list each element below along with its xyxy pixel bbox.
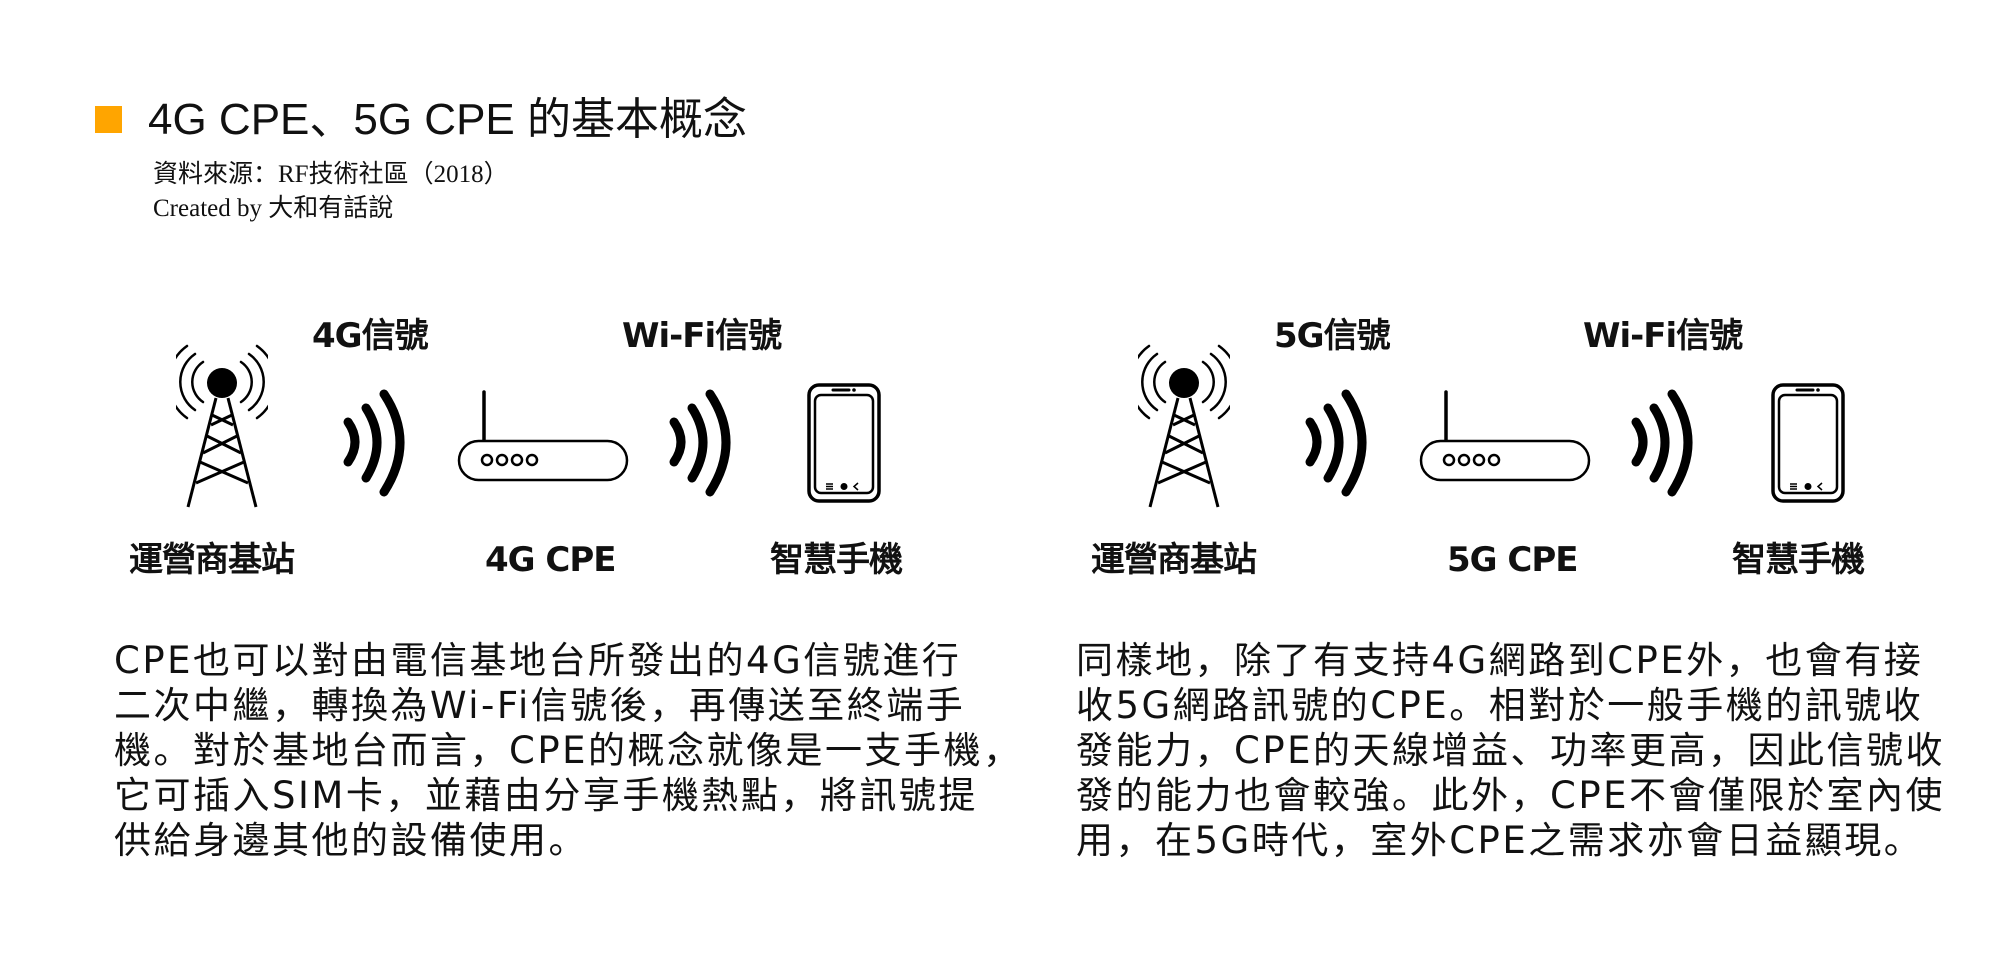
paragraph-line: 它可插入SIM卡，並藉由分享手機熱點，將訊號提 xyxy=(114,774,978,817)
signal-waves-icon xyxy=(1305,389,1367,497)
signal-label-4g: 4G信號 xyxy=(312,316,429,356)
signal-waves-icon xyxy=(1631,389,1693,497)
node-label-base-station: 運營商基站 xyxy=(1091,540,1257,580)
paragraph-line: 發的能力也會較強。此外，CPE不會僅限於室內使 xyxy=(1076,774,1946,817)
signal-waves-icon xyxy=(669,389,731,497)
signal-label-wifi: Wi-Fi信號 xyxy=(1583,316,1743,356)
credit-line: Created by 大和有話說 xyxy=(153,195,394,222)
source-citation: 資料來源：RF技術社區（2018） xyxy=(153,161,509,188)
paragraph-line: 機。對於基地台而言，CPE的概念就像是一支手機， xyxy=(114,729,1023,772)
node-label-smartphone: 智慧手機 xyxy=(1732,540,1865,580)
signal-label-5g: 5G信號 xyxy=(1274,316,1391,356)
node-label-smartphone: 智慧手機 xyxy=(770,540,903,580)
paragraph-line: 用，在5G時代，室外CPE之需求亦會日益顯現。 xyxy=(1076,819,1924,862)
paragraph-line: 同樣地，除了有支持4G網路到CPE外，也會有接 xyxy=(1076,639,1924,682)
diagram-4g-cpe: 4G信號 Wi-Fi信號 xyxy=(0,300,903,600)
smartphone-icon xyxy=(807,383,881,503)
node-label-cpe: 4G CPE xyxy=(485,540,616,580)
signal-waves-icon xyxy=(343,389,405,497)
title-bullet-square xyxy=(95,106,122,133)
diagram-5g-cpe: 5G信號 Wi-Fi信號 xyxy=(962,300,1865,600)
router-icon xyxy=(457,390,629,482)
paragraph-line: 供給身邊其他的設備使用。 xyxy=(114,819,588,862)
signal-label-wifi: Wi-Fi信號 xyxy=(622,316,782,356)
paragraph-5g-cpe: 同樣地，除了有支持4G網路到CPE外，也會有接 收5G網路訊號的CPE。相對於一… xyxy=(1076,638,1945,863)
cell-tower-icon xyxy=(1138,344,1230,508)
node-label-cpe: 5G CPE xyxy=(1447,540,1578,580)
smartphone-icon xyxy=(1771,383,1845,503)
paragraph-line: 二次中繼，轉換為Wi-Fi信號後，再傳送至終端手 xyxy=(114,684,966,727)
cell-tower-icon xyxy=(176,344,268,508)
paragraph-line: 發能力，CPE的天線增益、功率更高，因此信號收 xyxy=(1076,729,1946,772)
paragraph-line: CPE也可以對由電信基地台所發出的4G信號進行 xyxy=(114,639,962,682)
paragraph-line: 收5G網路訊號的CPE。相對於一般手機的訊號收 xyxy=(1076,684,1924,727)
node-label-base-station: 運營商基站 xyxy=(129,540,295,580)
page-title: 4G CPE、5G CPE 的基本概念 xyxy=(148,95,748,144)
paragraph-4g-cpe: CPE也可以對由電信基地台所發出的4G信號進行 二次中繼，轉換為Wi-Fi信號後… xyxy=(114,638,1023,863)
router-icon xyxy=(1419,390,1591,482)
